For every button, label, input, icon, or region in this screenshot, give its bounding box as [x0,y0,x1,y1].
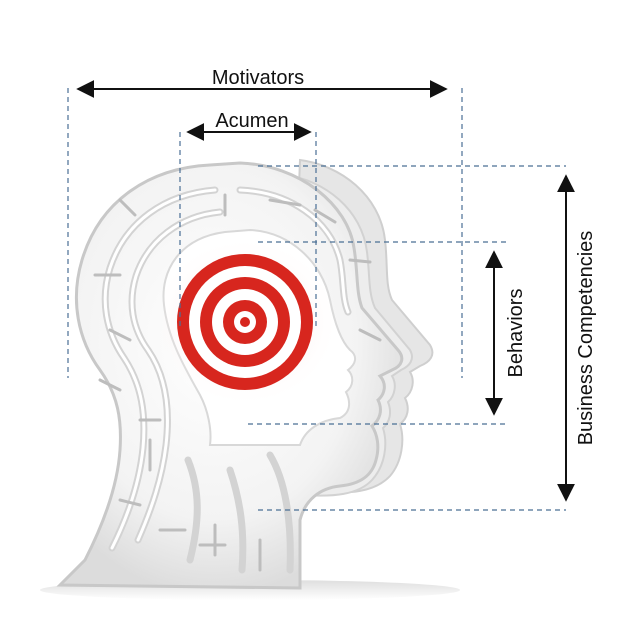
bullseye-target-icon [177,254,313,390]
motivators-label: Motivators [212,67,304,89]
dashed-guides [67,88,566,511]
target-center [240,317,250,327]
behaviors-label: Behaviors [505,289,527,378]
business-competencies-label: Business Competencies [575,231,597,446]
acumen-label: Acumen [215,110,288,132]
dimension-arrows [76,80,575,502]
